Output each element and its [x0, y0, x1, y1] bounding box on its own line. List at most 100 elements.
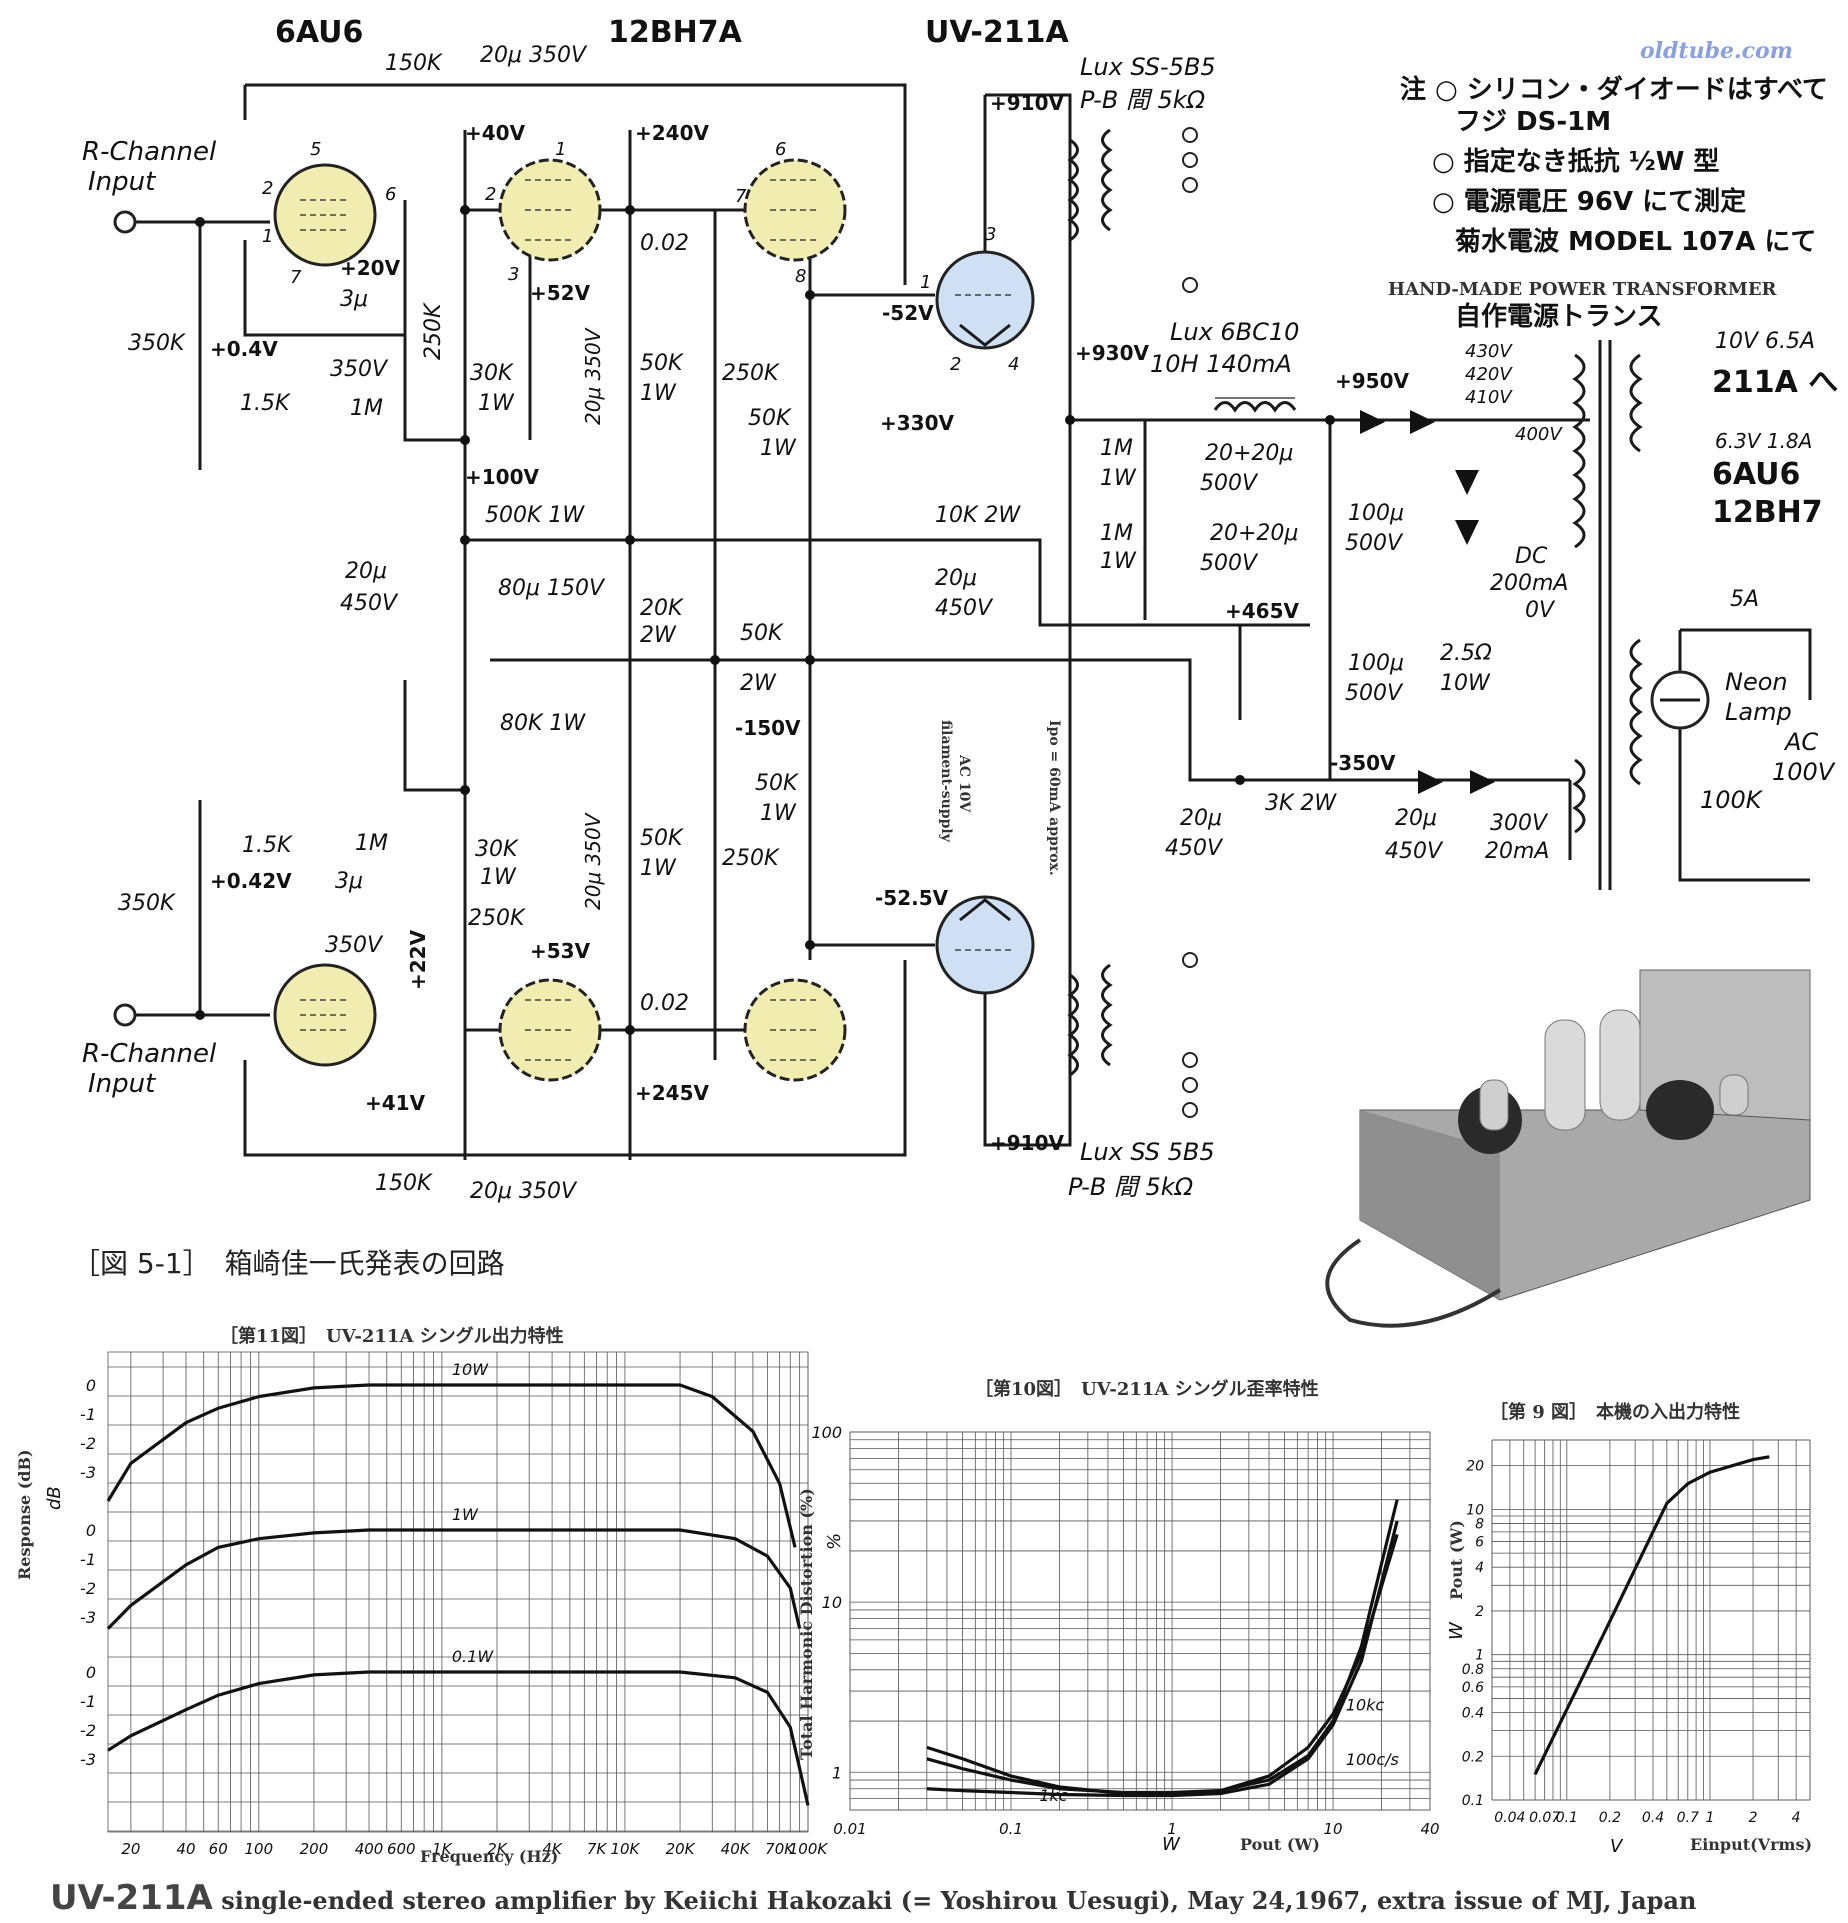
lbl-vneg52: -52V [882, 301, 934, 325]
chart1-ytick: 0 [86, 1663, 96, 1682]
output-transformer-bottom [1067, 952, 1198, 1118]
choke-rating: 10H 140mA [1150, 350, 1292, 378]
chart2-xlabel: Pout (W) [1240, 1835, 1320, 1854]
caption-lead: UV-211A [50, 1878, 213, 1918]
choke-model: Lux 6BC10 [1170, 318, 1299, 346]
chart3-ylabel: Pout (W) [1447, 1520, 1466, 1600]
lbl-c500-b: 500V [1200, 551, 1259, 576]
note-line-2: フジ DS-1M [1455, 107, 1611, 137]
lbl-r250k-a: 250K [421, 302, 446, 360]
lbl-hv20: 20mA [1485, 839, 1549, 864]
lbl-v52: +52V [530, 281, 591, 305]
chart3-title: ［第 9 図］ 本機の入出力特性 [1490, 1401, 1740, 1423]
lbl-r1m-p2: 1M [1100, 521, 1133, 546]
lbl-r250k-top: 250K [722, 361, 780, 386]
lbl-dc200: 200mA [1490, 571, 1568, 596]
lbl-c20u350-bot: 20μ 350V [581, 812, 605, 910]
lbl-r50k-top: 50K [640, 351, 684, 376]
lbl-r50k1w-b: 50K [755, 771, 799, 796]
lbl-w1-p1: 1W [1100, 466, 1137, 491]
lbl-r500k: 500K 1W [485, 503, 585, 528]
lbl-r15k-bot: 1.5K [242, 833, 293, 858]
chart3-ytick: 0.4 [1462, 1706, 1484, 1722]
lbl-w1-b: 1W [640, 381, 677, 406]
lbl-c450-l: 450V [340, 591, 399, 616]
power-transformer-title-en: HAND-MADE POWER TRANSFORMER [1388, 279, 1778, 300]
chart2-xunit: W [1162, 1834, 1181, 1855]
lbl-c20u-p: 20μ [1180, 806, 1222, 831]
lbl-r1m-bot: 1M [355, 831, 388, 856]
caption-rest: single-ended stereo amplifier by Keiichi… [212, 1886, 1697, 1915]
lbl-c500-d: 500V [1345, 681, 1404, 706]
input-bottom-line1: R-Channel [82, 1039, 217, 1069]
chart2-ylabel: Total Harmonic Distortion (%) [797, 1488, 816, 1760]
chart3-grid [1491, 1439, 1811, 1801]
chart1-frame [107, 1351, 809, 1833]
chart1-xtick: 10K [610, 1840, 640, 1858]
lbl-r350k-top: 350K [128, 331, 186, 356]
lbl-211a-pin1: 1 [920, 272, 931, 293]
lbl-c450-q: 450V [1385, 839, 1444, 864]
chart1-xtick: 100K [789, 1840, 829, 1858]
lbl-r1m-top: 1M [350, 396, 383, 421]
lbl-c450-m: 450V [935, 596, 994, 621]
lbl-r20k: 20K [640, 596, 684, 621]
output-transformer-top [1067, 127, 1198, 293]
chart1-series-1 [106, 1528, 802, 1630]
chart2-xtick: 40 [1420, 1820, 1439, 1838]
lbl-v41: +41V [365, 1091, 426, 1115]
lbl-tap400: 400V [1515, 424, 1563, 445]
lbl-v330: +330V [880, 411, 955, 435]
lbl-pin2: 2 [262, 178, 273, 199]
chart1-xlabel: Frequency (Hz) [420, 1847, 558, 1866]
chart1-ytick: -2 [80, 1434, 96, 1453]
lbl-v042: +0.42V [210, 869, 292, 893]
tube-12bh7a-title: 12BH7A [608, 15, 743, 50]
lbl-r50k2w: 50K [740, 621, 784, 646]
lbl-r30k-bot: 30K [475, 837, 519, 862]
chart1-ytick: -3 [80, 1750, 96, 1769]
lbl-w2-a: 2W [640, 623, 677, 648]
lbl-c80u: 80μ 150V [498, 576, 606, 601]
lbl-fil63: 6.3V 1.8A [1715, 429, 1812, 453]
chart1-xtick: 20 [121, 1840, 140, 1858]
lbl-r250k-b: 250K [468, 906, 526, 931]
tube-12bh7-top-left [498, 158, 602, 262]
chart1-xtick: 20K [666, 1840, 696, 1858]
lbl-tap420: 420V [1465, 364, 1513, 385]
chart3-xtick: 0.1 [1556, 1810, 1578, 1826]
lbl-v100: +100V [465, 465, 540, 489]
lbl-12bh7-pin6: 6 [775, 139, 786, 160]
power-transformer-title-jp: 自作電源トランス [1455, 301, 1662, 332]
choke-6bc10 [1213, 397, 1297, 413]
lbl-pin7: 7 [290, 267, 302, 288]
chart1-grid [107, 1351, 809, 1833]
chart1-xtick: 100 [245, 1840, 274, 1858]
tube-6au6-top [273, 163, 377, 267]
lbl-pin5: 5 [310, 139, 321, 160]
lbl-v20: +20V [340, 256, 401, 280]
lbl-r10k: 10K 2W [935, 503, 1021, 528]
lbl-12bh7-pin7: 7 [735, 186, 747, 207]
lbl-c20u450-l: 20μ [345, 559, 387, 584]
lbl-c002-top: 0.02 [640, 231, 689, 256]
lbl-r150k-bot: 150K [375, 1171, 433, 1196]
lbl-to211a: 211A へ [1712, 365, 1838, 400]
chart2-series-label-2: 1kc [1039, 1786, 1067, 1805]
chart1-series-label-2: 0.1W [452, 1647, 494, 1666]
chart3-frame [1491, 1439, 1811, 1801]
lbl-pin6: 6 [385, 184, 396, 205]
lbl-12bh7-pin1: 1 [555, 139, 566, 160]
chart1-series-label-1: 1W [452, 1505, 479, 1524]
chart1-yunit: dB [44, 1486, 65, 1510]
lbl-neon-2: Lamp [1725, 698, 1792, 726]
lbl-12bh7-pin3: 3 [508, 264, 519, 285]
chart1-series-label-0: 10W [452, 1360, 489, 1379]
lbl-12bh7-pin2: 2 [485, 184, 496, 205]
lbl-w1-a: 1W [478, 391, 515, 416]
lbl-r80k: 80K 1W [500, 711, 586, 736]
lbl-vneg350: -350V [1330, 751, 1396, 775]
